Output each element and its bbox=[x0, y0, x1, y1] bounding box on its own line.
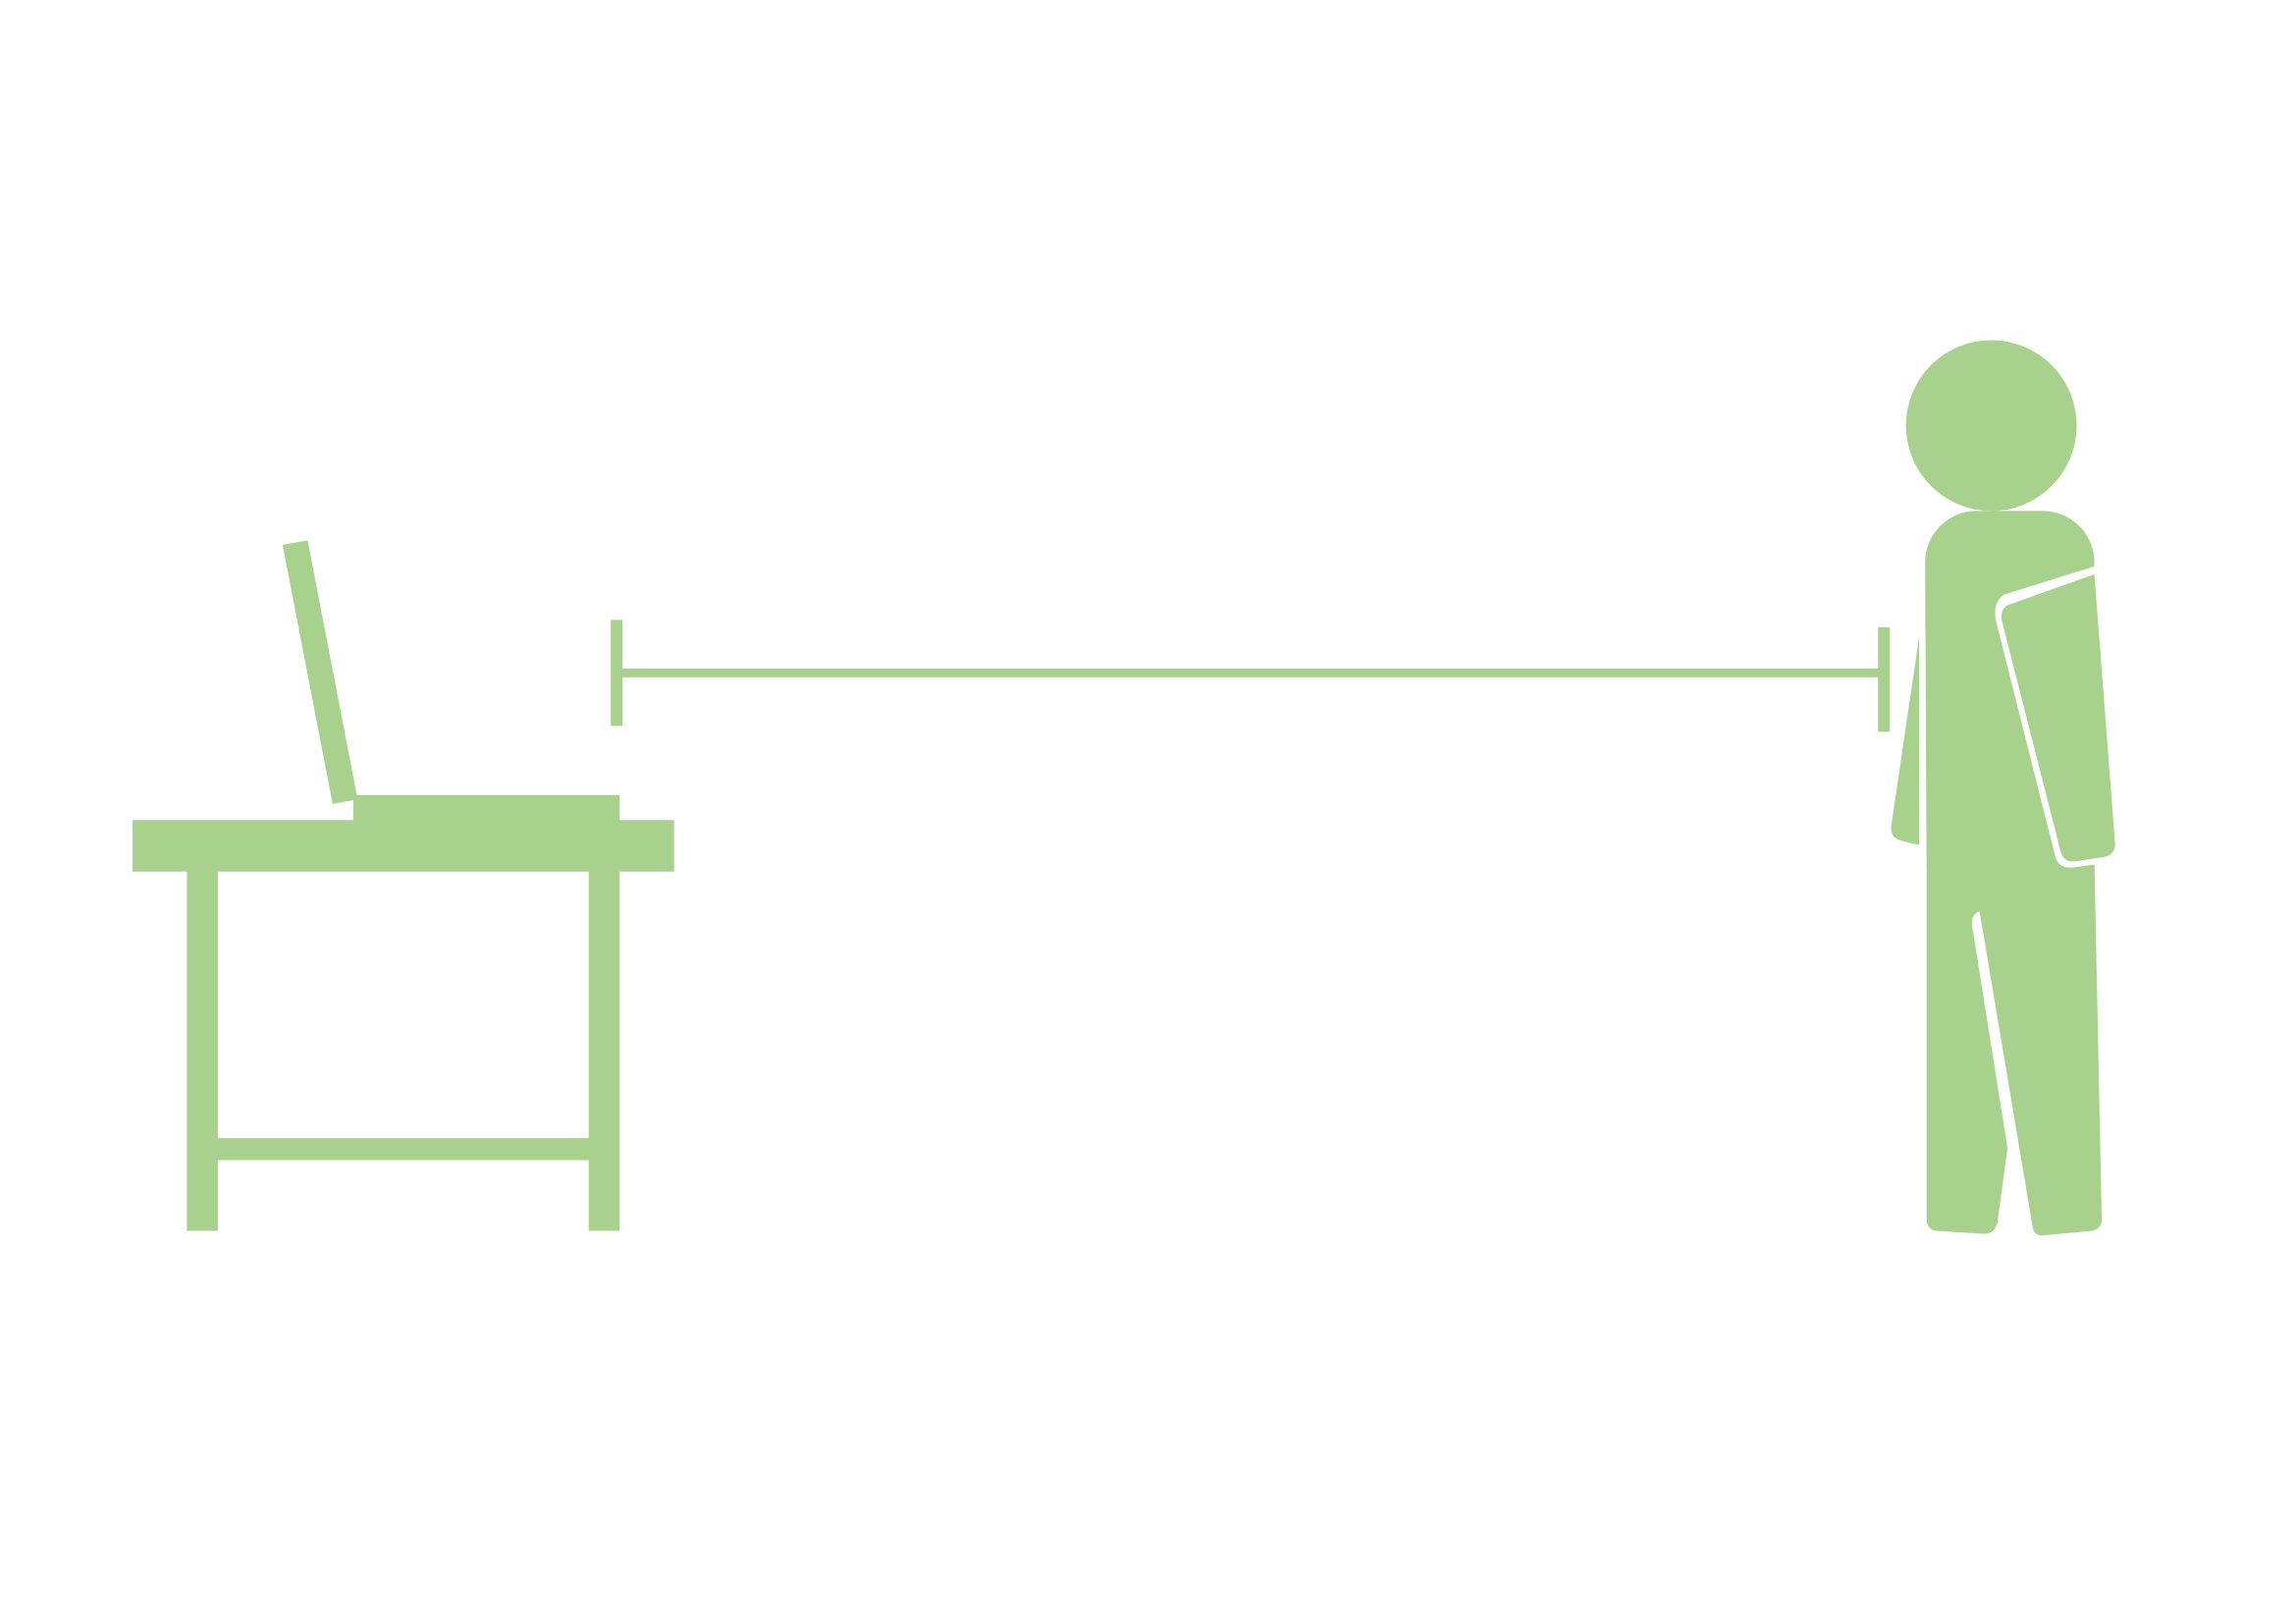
desk-top bbox=[132, 820, 674, 872]
measure-tick-right bbox=[1878, 626, 1891, 732]
person-head bbox=[1905, 340, 2077, 512]
person-back-arm bbox=[1891, 635, 1920, 845]
desk-leg-left bbox=[187, 868, 218, 1231]
desk-icon bbox=[132, 820, 674, 1231]
distance-measure-icon bbox=[611, 620, 1891, 732]
measure-tick-left bbox=[611, 620, 623, 727]
laptop-screen bbox=[282, 540, 358, 804]
desk-crossbar bbox=[214, 1138, 592, 1161]
person-standing-icon bbox=[1891, 340, 2121, 1236]
desk-leg-right bbox=[588, 868, 620, 1231]
person-front-arm bbox=[2001, 573, 2115, 862]
person-front-leg bbox=[1926, 861, 2103, 1236]
laptop-icon bbox=[282, 540, 620, 822]
measure-line bbox=[619, 668, 1883, 677]
laptop-base bbox=[352, 794, 620, 822]
